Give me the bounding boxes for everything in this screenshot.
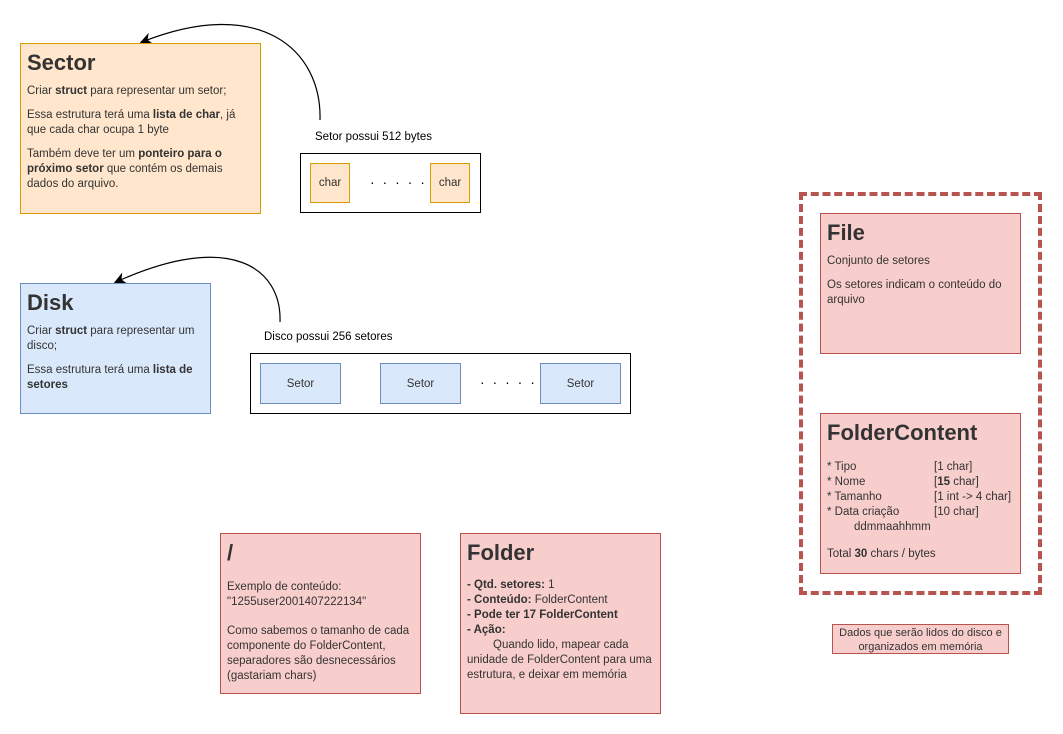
root-title: / xyxy=(227,540,234,565)
folder-title: Folder xyxy=(467,540,535,565)
root-text-1: Exemplo de conteúdo: xyxy=(227,581,342,594)
sector-card: Sector Criar struct para representar um … xyxy=(20,43,261,214)
char-cell-1: char xyxy=(310,163,350,203)
file-title: File xyxy=(827,220,865,245)
sector-box-label: Setor possui 512 bytes xyxy=(315,131,432,143)
field-row: * Tipo[1 char] xyxy=(827,461,973,474)
dashed-note: Dados que serão lidos do disco e organiz… xyxy=(832,624,1009,654)
dashed-container xyxy=(799,192,1042,595)
sector-text-2: Essa estrutura terá uma lista de char, j… xyxy=(27,109,236,137)
disk-title: Disk xyxy=(27,290,74,315)
field-row: * Nome[15 char] xyxy=(827,476,979,489)
disk-text-1: Criar struct para representar um disco; xyxy=(27,325,195,353)
disk-box-label: Disco possui 256 setores xyxy=(264,331,393,343)
disk-text-2: Essa estrutura terá uma lista de setores xyxy=(27,364,193,392)
file-card: File Conjunto de setores Os setores indi… xyxy=(820,213,1021,354)
folder-line-4: - Ação: xyxy=(467,624,506,637)
arrow-disk-box-to-disk xyxy=(113,256,281,323)
folder-content-title: FolderContent xyxy=(827,420,978,445)
total-text: Total 30 chars / bytes xyxy=(827,548,936,561)
folder-content-card: FolderContent * Tipo[1 char] * Nome[15 c… xyxy=(820,413,1021,574)
sector-box: char · · · · · char xyxy=(300,153,481,213)
sector-text-1: Criar struct para representar um setor; xyxy=(27,85,227,98)
date-format: ddmmaahhmm xyxy=(854,521,931,534)
sector-text-3: Também deve ter um ponteiro para o próxi… xyxy=(27,148,223,191)
folder-line-2: - Conteúdo: FolderContent xyxy=(467,594,608,607)
folder-line-1: - Qtd. setores: 1 xyxy=(467,579,555,592)
root-text-3: Como sabemos o tamanho de cada component… xyxy=(227,625,410,683)
disk-box: Setor Setor · · · · · Setor xyxy=(250,353,631,414)
root-card: / Exemplo de conteúdo: "1255user20014072… xyxy=(220,533,421,694)
sector-title: Sector xyxy=(27,50,96,75)
arrow-sector-box-to-sector xyxy=(139,24,321,121)
field-row: * Tamanho[1 int -> 4 char] xyxy=(827,491,1012,504)
file-text-1: Conjunto de setores xyxy=(827,255,930,268)
folder-card: Folder - Qtd. setores: 1 - Conteúdo: Fol… xyxy=(460,533,661,714)
ellipsis-dots: · · · · · xyxy=(370,174,427,190)
char-cell-2: char xyxy=(430,163,470,203)
sector-cell-2: Setor xyxy=(380,363,461,404)
folder-line-3: - Pode ter 17 FolderContent xyxy=(467,609,618,622)
root-text-2: "1255user2001407222134" xyxy=(227,596,367,609)
sector-cell-1: Setor xyxy=(260,363,341,404)
ellipsis-dots: · · · · · xyxy=(480,374,537,390)
folder-line-5: Quando lido, mapear cada unidade de Fold… xyxy=(467,639,652,682)
disk-card: Disk Criar struct para representar um di… xyxy=(20,283,211,414)
field-row: * Data criação[10 char] xyxy=(827,506,979,519)
sector-cell-3: Setor xyxy=(540,363,621,404)
file-text-2: Os setores indicam o conteúdo do arquivo xyxy=(827,279,1002,307)
